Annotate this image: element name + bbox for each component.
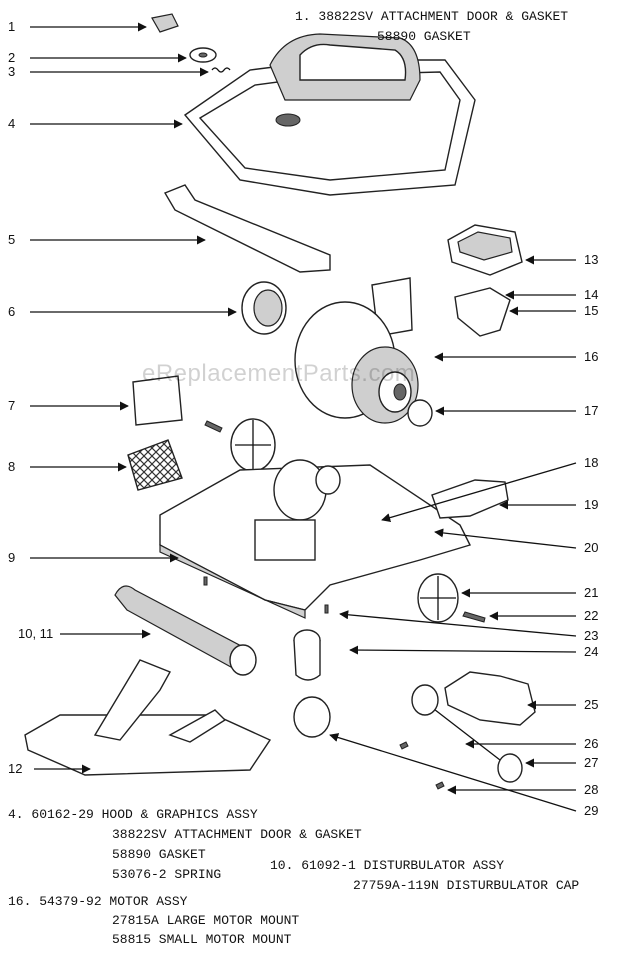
part-attachment-door	[151, 13, 179, 33]
part-belt	[293, 696, 331, 738]
callout-21: 21	[584, 585, 598, 600]
part-base-housing	[159, 459, 471, 619]
part-brushroll	[114, 585, 257, 676]
hood-assy-title: 4. 60162-29 HOOD & GRAPHICS ASSY	[8, 807, 258, 822]
part-filter	[132, 375, 183, 426]
callout-16: 16	[584, 349, 598, 364]
part-pulley	[293, 629, 321, 681]
callout-6: 6	[8, 304, 15, 319]
callout-3: 3	[8, 64, 15, 79]
part-bumper	[163, 184, 331, 273]
header-note-door: 1. 38822SV ATTACHMENT DOOR & GASKET	[295, 9, 569, 24]
part-wheel-carriage	[444, 671, 536, 726]
callout-18: 18	[584, 455, 598, 470]
callout-10-11: 10, 11	[18, 626, 53, 641]
callout-29: 29	[584, 803, 598, 818]
motor-assy-title: 16. 54379-92 MOTOR ASSY	[8, 894, 188, 909]
part-screws	[203, 576, 445, 790]
callout-24: 24	[584, 644, 598, 659]
part-wheel-axle-rod	[429, 705, 501, 761]
callout-2: 2	[8, 50, 15, 65]
part-small-wheels	[411, 684, 523, 783]
part-motor	[294, 277, 419, 424]
hood-assy-item: 58890 GASKET	[112, 847, 206, 862]
motor-assy-item: 58815 SMALL MOTOR MOUNT	[112, 932, 292, 947]
part-grille	[127, 439, 183, 491]
callout-4: 4	[8, 116, 15, 131]
leader-lines	[30, 22, 577, 812]
callout-13: 13	[584, 252, 598, 267]
callout-15: 15	[584, 303, 598, 318]
hood-assy-item: 53076-2 SPRING	[112, 867, 222, 882]
callout-19: 19	[584, 497, 598, 512]
part-motor-mount-ring	[407, 399, 433, 427]
callout-1: 1	[8, 19, 15, 34]
disturbulator-assy-item: 27759A-119N DISTURBULATOR CAP	[353, 878, 580, 893]
part-axle	[462, 611, 486, 623]
callout-9: 9	[8, 550, 15, 565]
header-note-gasket: 58890 GASKET	[377, 29, 471, 44]
callout-28: 28	[584, 782, 598, 797]
watermark: eReplacementParts.com	[142, 360, 416, 387]
part-hood	[183, 33, 476, 196]
part-cord-cap	[447, 224, 523, 276]
callout-5: 5	[8, 232, 15, 247]
callout-7: 7	[8, 398, 15, 413]
callout-25: 25	[584, 697, 598, 712]
part-upper-wheel	[204, 418, 276, 472]
callout-8: 8	[8, 459, 15, 474]
part-pedal	[431, 479, 509, 519]
hood-assy-item: 38822SV ATTACHMENT DOOR & GASKET	[112, 827, 362, 842]
callout-22: 22	[584, 608, 598, 623]
callout-20: 20	[584, 540, 598, 555]
callout-27: 27	[584, 755, 598, 770]
part-spring	[211, 67, 231, 73]
callout-26: 26	[584, 736, 598, 751]
callout-23: 23	[584, 628, 598, 643]
callout-14: 14	[584, 287, 598, 302]
disturbulator-assy-title: 10. 61092-1 DISTURBULATOR ASSY	[270, 858, 505, 873]
callout-12: 12	[8, 761, 22, 776]
part-belt-ring	[241, 281, 287, 335]
callout-labels: 1 2 3 4 5 6 7 8 9 10, 11 12 13 14 15 16 …	[8, 19, 598, 818]
part-rear-wheel	[417, 573, 459, 623]
callout-17: 17	[584, 403, 598, 418]
part-base-plate	[24, 659, 272, 776]
motor-assy-item: 27815A LARGE MOTOR MOUNT	[112, 913, 300, 928]
part-cord-bracket	[454, 287, 511, 337]
